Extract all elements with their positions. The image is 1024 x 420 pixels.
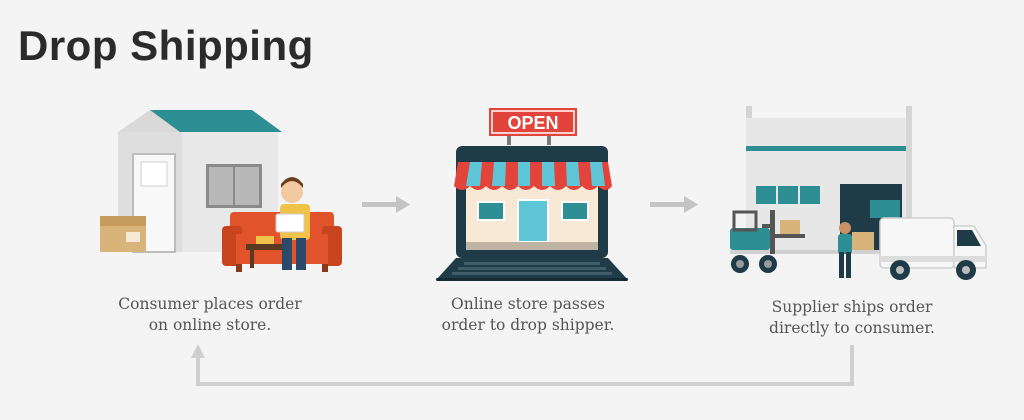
house-roof [150,110,282,132]
step-1-caption: Consumer places order on online store. [118,295,302,334]
shop-window [561,201,589,221]
open-sign [489,108,577,136]
consumer-laptop [275,213,305,233]
consumer-house-illustration [100,110,342,272]
shop-door [517,199,549,243]
page-title: Drop Shipping [18,22,314,69]
arrow-up-icon [191,344,205,358]
online-store-illustration: OPEN [436,108,628,281]
step-3-caption: Supplier ships order directly to consume… [769,298,935,337]
delivery-van [879,217,987,280]
arrow-right-icon [362,196,410,213]
warehouse-worker [838,222,874,278]
consumer-person [275,177,310,270]
forklift [730,210,805,273]
arrow-right-icon [650,196,698,213]
package-box [852,232,874,250]
door-window [140,161,168,187]
coffee-table [246,244,292,250]
warehouse-stripe [746,146,912,151]
storefront-awning [454,162,612,190]
open-sign-text: OPEN [507,113,558,133]
return-loop-arrow [191,344,854,386]
shop-window [477,201,505,221]
step-2-caption: Online store passes order to drop shippe… [441,295,615,334]
house-gable [118,110,182,132]
supplier-warehouse-illustration [730,106,987,280]
